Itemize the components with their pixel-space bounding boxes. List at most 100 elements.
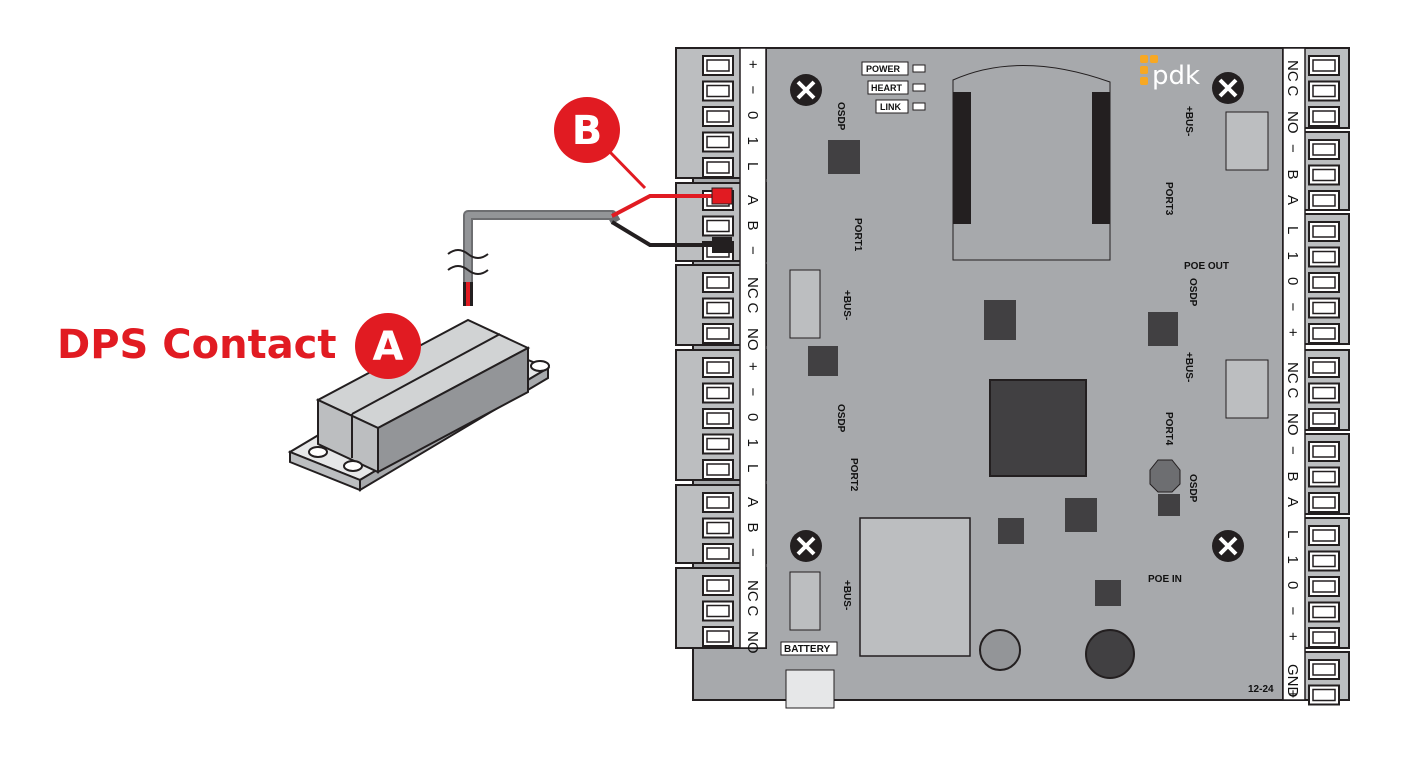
terminal-screw-inner bbox=[706, 84, 730, 98]
svg-text:POWER: POWER bbox=[866, 64, 901, 74]
terminal-label: − bbox=[1284, 303, 1301, 312]
terminal-screw-inner bbox=[1312, 445, 1336, 458]
cable bbox=[447, 187, 733, 306]
svg-text:A: A bbox=[373, 324, 404, 370]
terminal-screw-inner bbox=[1312, 84, 1336, 98]
terminal-screw-inner bbox=[1312, 110, 1336, 123]
terminal-label: 0 bbox=[1284, 277, 1301, 285]
terminal-label: + bbox=[1284, 690, 1301, 699]
terminal-label: 0 bbox=[1284, 581, 1301, 589]
terminal-screw-inner bbox=[706, 327, 730, 340]
relay bbox=[1225, 359, 1269, 419]
terminal-screw-inner bbox=[1312, 688, 1336, 702]
terminal-screw-inner bbox=[1312, 605, 1336, 619]
svg-text:HEART: HEART bbox=[871, 83, 903, 93]
svg-text:12-24: 12-24 bbox=[1248, 684, 1274, 695]
svg-text:LINK: LINK bbox=[880, 102, 901, 112]
terminal-label: NO bbox=[744, 328, 761, 351]
terminal-screw-inner bbox=[1312, 496, 1336, 509]
header-strip bbox=[1092, 92, 1110, 224]
svg-text:+BUS-: +BUS- bbox=[1183, 106, 1194, 136]
terminal-screw-inner bbox=[1312, 663, 1336, 676]
ic-chip bbox=[984, 300, 1016, 340]
terminal-screw-inner bbox=[706, 386, 730, 400]
terminal-label: + bbox=[1284, 328, 1301, 337]
header-strip bbox=[953, 92, 971, 224]
svg-text:PORT4: PORT4 bbox=[1163, 412, 1174, 446]
ic-chip bbox=[1095, 580, 1121, 606]
callout-b-leader bbox=[606, 148, 647, 190]
terminal-label: B bbox=[744, 221, 761, 231]
ic-chip bbox=[808, 346, 838, 376]
terminal-screw-inner bbox=[1312, 386, 1336, 400]
terminal-screw-inner bbox=[1312, 554, 1336, 568]
terminal-screw-inner bbox=[706, 110, 730, 123]
terminal-label: 0 bbox=[744, 111, 761, 119]
terminal-label: C bbox=[744, 303, 761, 314]
terminal-label: − bbox=[744, 246, 761, 255]
screw-hole-icon bbox=[790, 530, 822, 562]
svg-text:PORT1: PORT1 bbox=[852, 218, 863, 252]
screw-hole-icon bbox=[1212, 530, 1244, 562]
terminal-label: A bbox=[744, 497, 761, 507]
terminal-label: C bbox=[1284, 86, 1301, 97]
terminal-screw-inner bbox=[706, 59, 730, 72]
svg-text:OSDP: OSDP bbox=[1187, 474, 1198, 503]
terminal-label: 1 bbox=[744, 137, 761, 145]
terminal-label: NC bbox=[744, 277, 761, 299]
svg-text:B: B bbox=[572, 108, 603, 154]
black-wire bbox=[610, 220, 712, 247]
battery-holder bbox=[859, 517, 971, 657]
capacitor bbox=[979, 629, 1021, 671]
terminal-label: NC bbox=[744, 580, 761, 602]
terminal-screw-inner bbox=[706, 496, 730, 509]
terminal-label: NC bbox=[1284, 362, 1301, 384]
terminal-screw-inner bbox=[706, 412, 730, 425]
terminal-screw-inner bbox=[1312, 361, 1336, 374]
relay bbox=[789, 571, 821, 631]
dps-contact-sensor bbox=[287, 318, 551, 492]
terminal-label: 0 bbox=[744, 413, 761, 421]
silkscreen-labels: OSDP OSDP OSDP OSDP PORT1 PORT2 PORT3 PO… bbox=[780, 102, 1274, 709]
terminal-screw-inner bbox=[706, 579, 730, 592]
terminal-label: + bbox=[744, 60, 761, 69]
svg-text:pdk: pdk bbox=[1152, 61, 1200, 91]
svg-text:PORT2: PORT2 bbox=[848, 458, 859, 492]
terminal-screw-inner bbox=[1312, 225, 1336, 238]
terminal-label: L bbox=[1284, 226, 1301, 234]
terminal-screw-inner bbox=[1312, 412, 1336, 425]
terminal-screw-inner bbox=[706, 276, 730, 289]
module-outline bbox=[952, 65, 1111, 261]
terminal-label: B bbox=[1284, 170, 1301, 180]
terminal-screw-inner bbox=[706, 361, 730, 374]
terminal-label: B bbox=[1284, 472, 1301, 482]
terminal-label: L bbox=[744, 464, 761, 472]
svg-text:+BUS-: +BUS- bbox=[841, 580, 852, 610]
ic-chip bbox=[998, 518, 1024, 544]
terminal-label: NO bbox=[1284, 111, 1301, 134]
terminal-label: NO bbox=[1284, 413, 1301, 436]
dps-contact-label: DPS Contact bbox=[57, 322, 337, 368]
svg-text:BATTERY: BATTERY bbox=[784, 644, 830, 655]
terminal-label: A bbox=[744, 195, 761, 205]
terminal-screw-inner bbox=[1312, 470, 1336, 484]
terminal-label: GND bbox=[1284, 664, 1301, 698]
terminal-label: B bbox=[744, 523, 761, 533]
relay bbox=[1225, 111, 1269, 171]
svg-text:OSDP: OSDP bbox=[835, 404, 846, 433]
terminal-screw-inner bbox=[706, 521, 730, 535]
terminal-screw-inner bbox=[1312, 168, 1336, 182]
ic-chip bbox=[1148, 312, 1178, 346]
terminal-screw-inner bbox=[706, 219, 730, 233]
cable-break-symbol bbox=[447, 249, 489, 275]
red-wire bbox=[611, 194, 712, 218]
terminal-screw-inner bbox=[1312, 194, 1336, 207]
terminal-screw-inner bbox=[706, 135, 730, 149]
terminal-label: − bbox=[744, 86, 761, 95]
terminal-label: − bbox=[1284, 446, 1301, 455]
terminal-label: − bbox=[744, 548, 761, 557]
terminal-label: − bbox=[1284, 607, 1301, 616]
terminal-label: L bbox=[744, 162, 761, 170]
svg-text:POE IN: POE IN bbox=[1148, 574, 1182, 585]
